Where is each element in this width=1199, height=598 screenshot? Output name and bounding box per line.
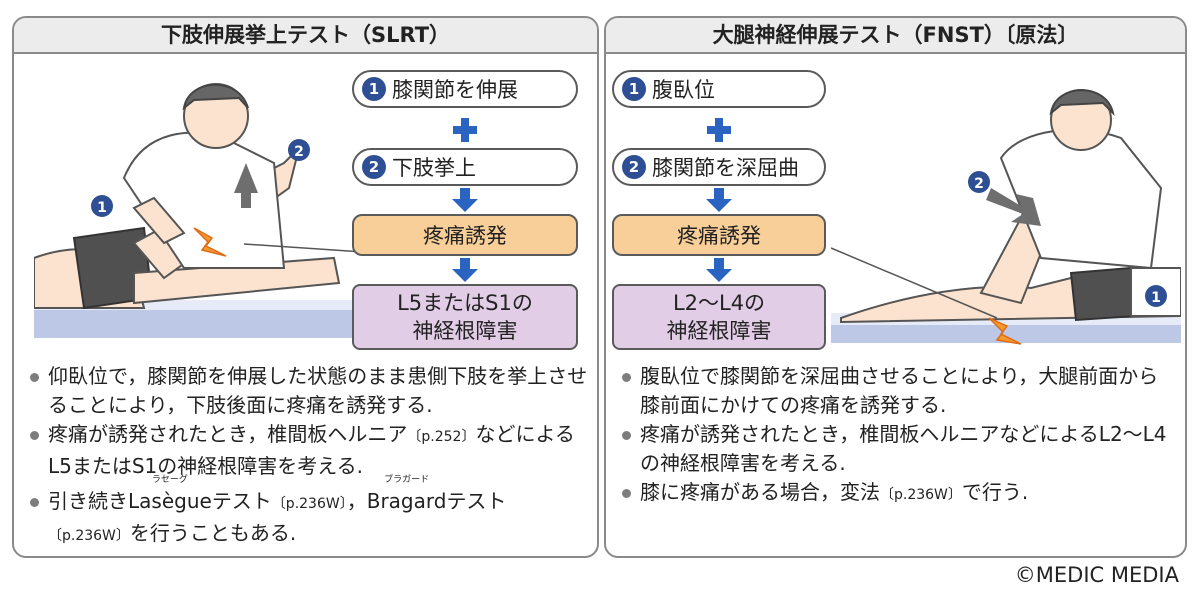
exam-table [34, 308, 354, 338]
slrt-illustration: 1 2 [34, 83, 354, 338]
ruby-bragard: ブラガード [384, 475, 430, 485]
pain-lightning [988, 317, 1022, 345]
step-1-box: 1 膝関節を伸展 [352, 70, 578, 108]
pain-lightning [193, 227, 227, 257]
slrt-panel: 下肢伸展挙上テスト（SLRT） 1 2 1 膝関節を伸展 2 下肢挙上 疼痛誘発… [12, 16, 599, 558]
push-arrow [986, 188, 1041, 226]
result-box: L5またはS1の 神経根障害 [352, 284, 578, 350]
result-line-1: L2〜L4の [672, 291, 766, 315]
down-arrow-icon [706, 188, 732, 212]
patient-shorts [1069, 266, 1138, 322]
figure-label-2: 2 [294, 144, 304, 160]
step-2-label: 下肢挙上 [392, 156, 476, 180]
down-arrow-icon [452, 188, 478, 212]
step-2-box: 2 下肢挙上 [352, 148, 578, 186]
figure-label-1: 1 [1151, 290, 1161, 306]
down-arrow-icon [706, 258, 732, 282]
fnst-notes: 腹臥位で膝関節を深屈曲させることにより，大腿前面から膝前面にかけての疼痛を誘発す… [618, 362, 1174, 510]
note-item: 膝に疼痛がある場合，変法〔p.236W〕で行う. [618, 478, 1174, 510]
step-2-number: 2 [622, 155, 646, 179]
note-item: 疼痛が誘発されたとき，椎間板ヘルニア〔p.252〕などによるL5またはS1の神経… [26, 420, 588, 481]
plus-icon [453, 118, 477, 142]
step-2-label: 膝関節を深屈曲 [652, 156, 799, 180]
result-line-2: 神経根障害 [412, 319, 518, 343]
step-1-label: 腹臥位 [652, 78, 715, 102]
step-2-box: 2 膝関節を深屈曲 [612, 148, 826, 186]
slrt-notes: 仰臥位で，膝関節を伸展した状態のまま患側下肢を挙上させることにより，下肢後面に疼… [26, 362, 588, 551]
fnst-illustration: 2 1 [831, 89, 1181, 345]
figure-label-1: 1 [97, 200, 107, 216]
pain-box: 疼痛誘発 [352, 214, 578, 256]
exam-table [831, 323, 1181, 343]
step-2-number: 2 [362, 155, 386, 179]
fnst-panel: 大腿神経伸展テスト（FNST）〔原法〕 2 1 1 腹臥位 2 膝関節を深屈曲 … [604, 16, 1187, 558]
down-arrow-icon [452, 258, 478, 282]
plus-icon [707, 118, 731, 142]
ruby-lasegue: ラセーグ [151, 475, 188, 485]
up-arrow [234, 163, 258, 208]
note-item: 仰臥位で，膝関節を伸展した状態のまま患側下肢を挙上させることにより，下肢後面に疼… [26, 362, 588, 420]
note-item: 腹臥位で膝関節を深屈曲させることにより，大腿前面から膝前面にかけての疼痛を誘発す… [618, 362, 1174, 420]
result-box: L2〜L4の 神経根障害 [612, 284, 826, 350]
examiner-arm [132, 196, 186, 245]
result-line-1: L5またはS1の [397, 291, 533, 315]
step-1-number: 1 [362, 77, 386, 101]
result-line-2: 神経根障害 [666, 319, 772, 343]
step-1-number: 1 [622, 77, 646, 101]
fnst-title: 大腿神経伸展テスト（FNST）〔原法〕 [606, 18, 1185, 54]
note-item: 疼痛が誘発されたとき，椎間板ヘルニアなどによるL2〜L4の神経根障害を考える. [618, 420, 1174, 478]
copyright: ©MEDIC MEDIA [1014, 563, 1179, 587]
step-1-label: 膝関節を伸展 [392, 78, 518, 102]
pain-box: 疼痛誘発 [612, 214, 826, 256]
figure-label-2: 2 [974, 176, 984, 192]
step-1-box: 1 腹臥位 [612, 70, 826, 108]
slrt-title: 下肢伸展挙上テスト（SLRT） [14, 18, 597, 54]
